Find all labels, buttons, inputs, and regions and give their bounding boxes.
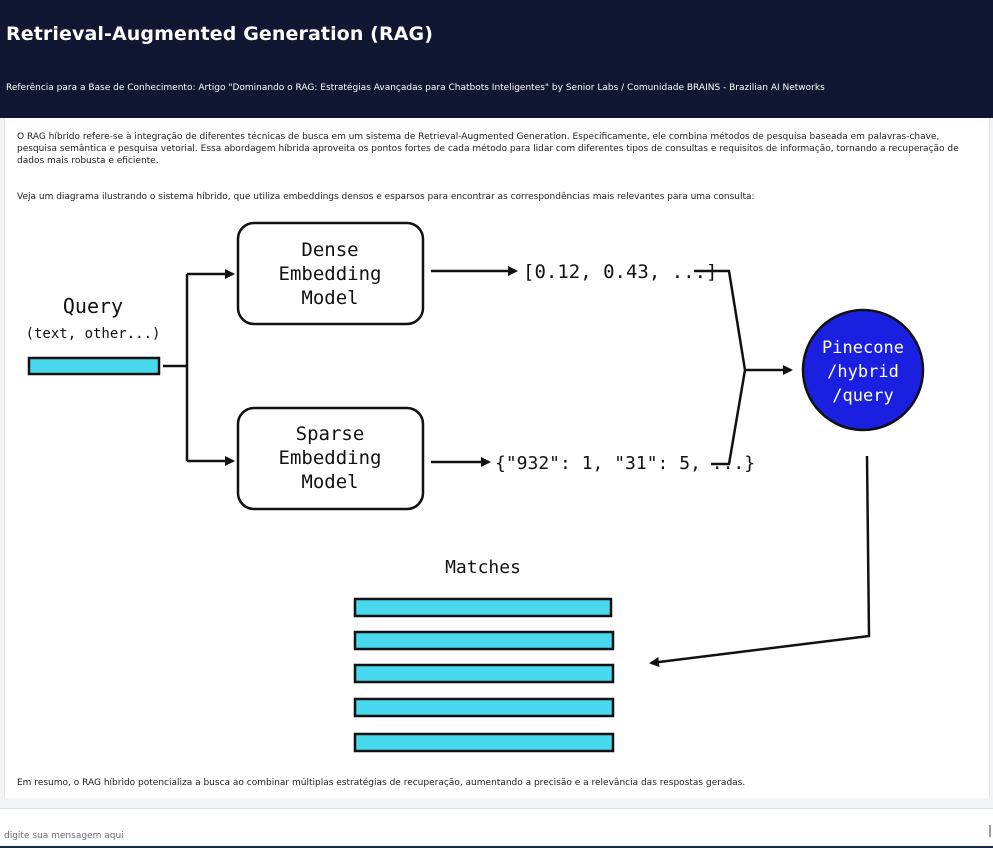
merge-bracket — [694, 269, 747, 466]
sparse-vector-text: {"932": 1, "31": 5, ...} — [495, 453, 755, 474]
dense-box-line1: Dense — [301, 239, 358, 261]
sparse-embedding-box — [236, 406, 425, 511]
pinecone-line1: Pinecone — [822, 338, 904, 358]
query-input-bar — [27, 356, 161, 376]
arrow-pinecone-to-matches — [649, 455, 871, 667]
pinecone-line2: /hybrid — [827, 362, 899, 382]
sparse-box-line2: Embedding — [279, 447, 382, 469]
message-card: O RAG híbrido refere-se à integração de … — [4, 118, 990, 798]
sparse-box-line1: Sparse — [296, 423, 365, 445]
hybrid-rag-diagram: Query (text, other...) Dense Embedding M… — [26, 221, 925, 753]
reference-subtitle: Referência para a Base de Conhecimento: … — [6, 83, 825, 93]
summary-paragraph: Em resumo, o RAG híbrido potencializa a … — [17, 778, 746, 788]
query-sublabel: (text, other...) — [26, 326, 161, 342]
match-bar — [353, 663, 615, 684]
pinecone-line3: /query — [832, 386, 893, 406]
match-bar — [353, 597, 613, 618]
bottom-accent-line — [0, 846, 993, 848]
match-bar — [353, 630, 615, 651]
dense-box-line2: Embedding — [279, 263, 382, 285]
match-bar — [353, 697, 615, 718]
sparse-box-line3: Model — [301, 471, 358, 493]
diagram-intro-paragraph: Veja um diagrama ilustrando o sistema hí… — [17, 192, 755, 202]
intro-paragraph: O RAG híbrido refere-se à integração de … — [17, 132, 959, 166]
dense-embedding-box — [236, 221, 425, 326]
message-composer — [0, 808, 993, 848]
dense-box-line3: Model — [301, 287, 358, 309]
pinecone-hybrid-query-node — [801, 308, 925, 432]
header-banner: Retrieval-Augmented Generation (RAG) Ref… — [0, 0, 993, 118]
matches-label: Matches — [445, 557, 521, 578]
dense-vector-text: [0.12, 0.43, ...] — [523, 261, 717, 283]
query-label: Query — [63, 294, 123, 318]
match-bar — [353, 732, 615, 753]
page-title: Retrieval-Augmented Generation (RAG) — [6, 23, 433, 45]
scrollbar-handle[interactable] — [989, 825, 991, 837]
query-connector — [163, 274, 189, 461]
message-input[interactable] — [0, 819, 960, 845]
